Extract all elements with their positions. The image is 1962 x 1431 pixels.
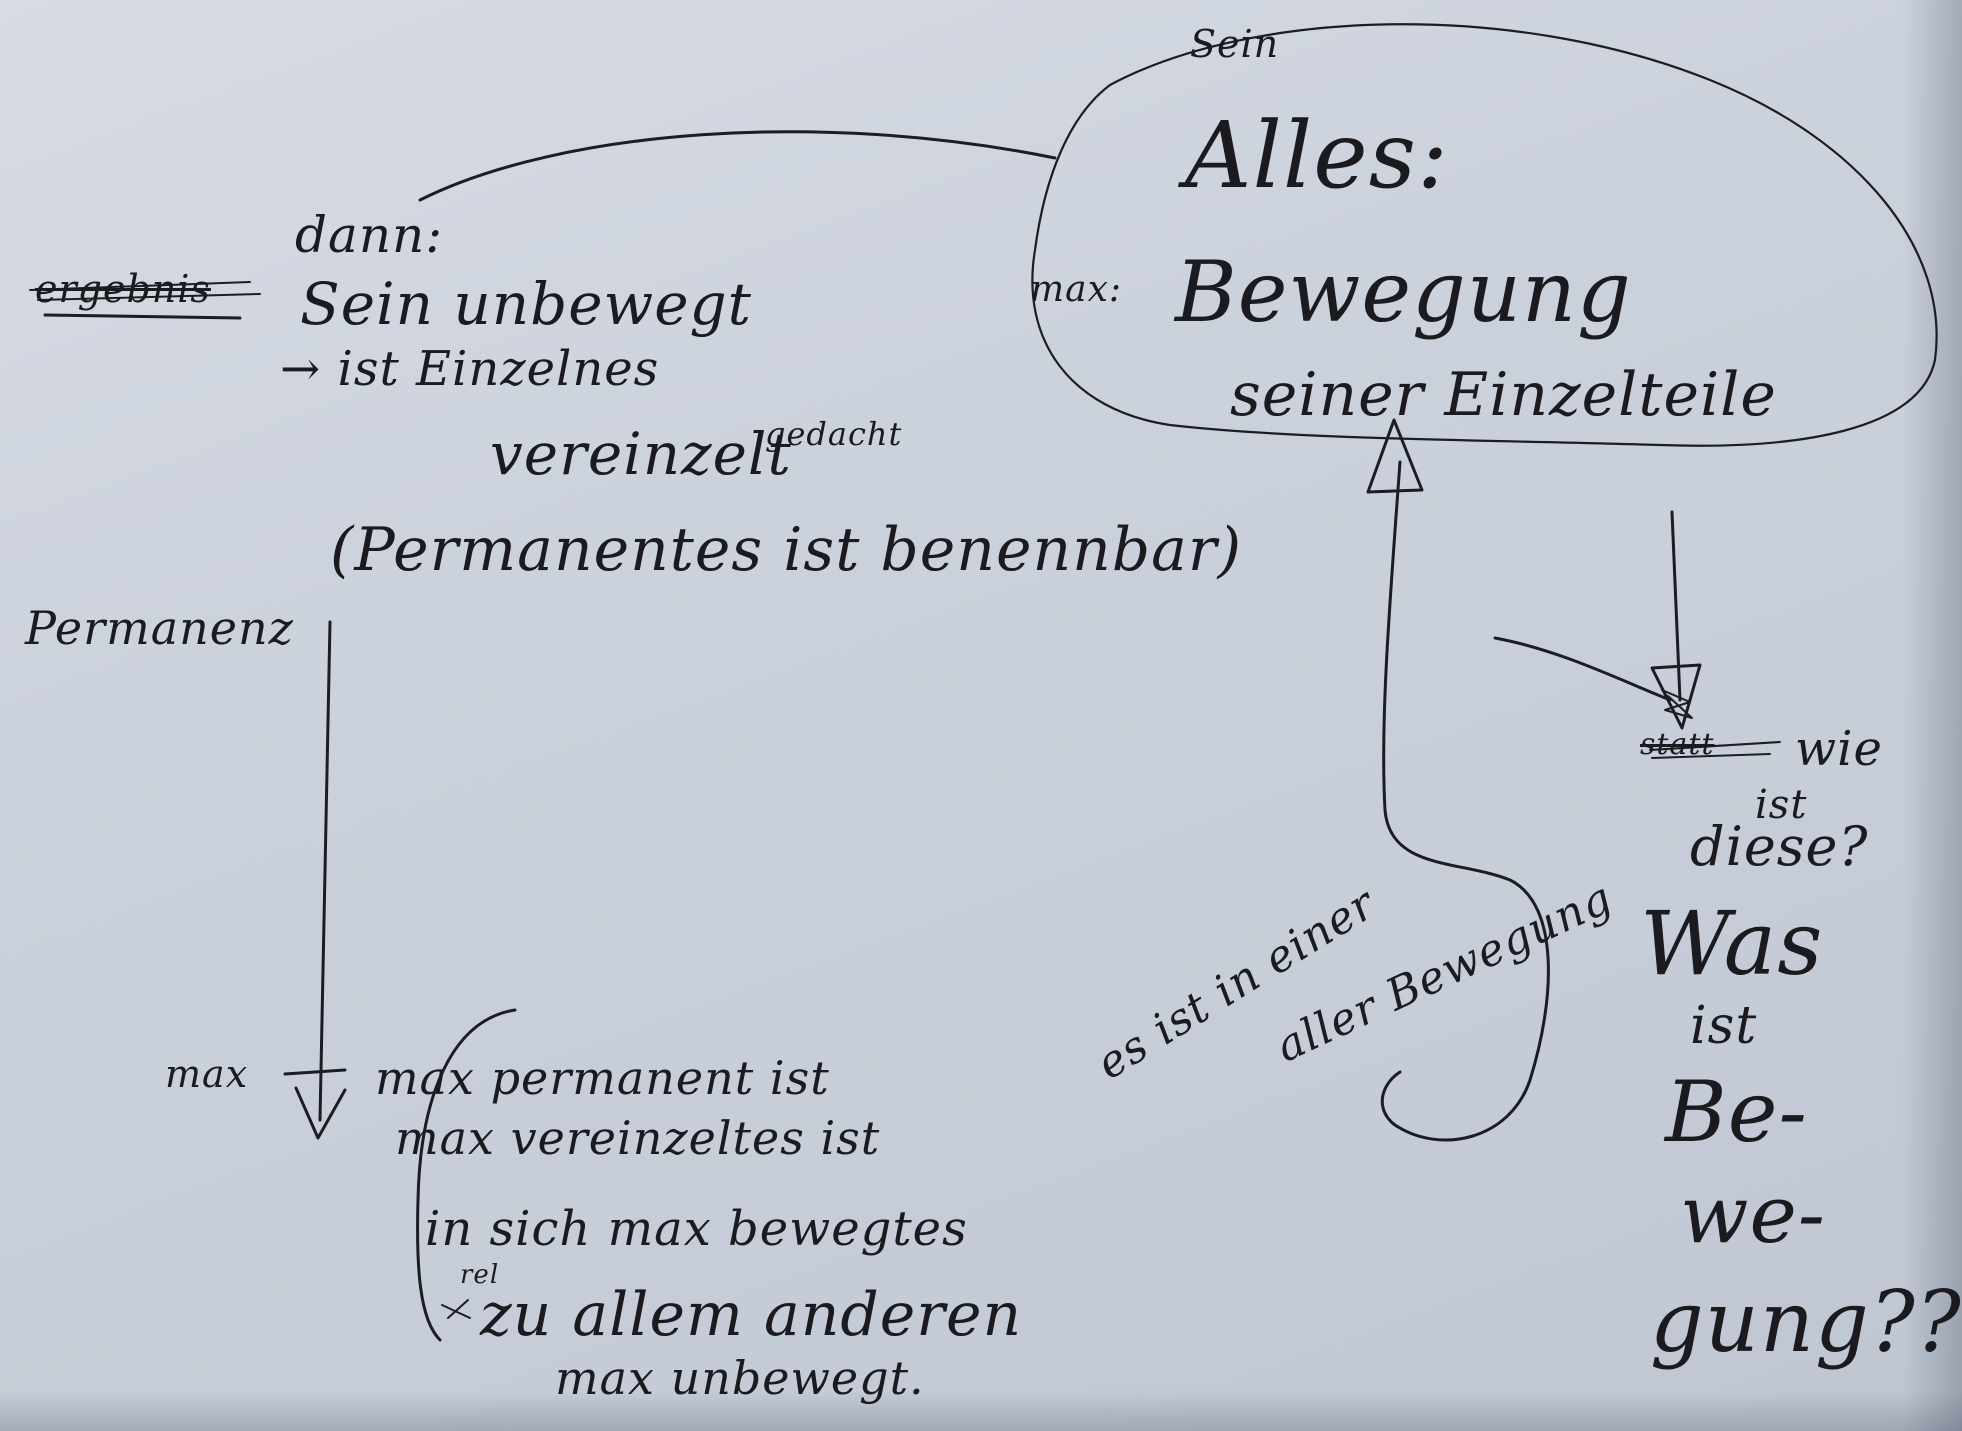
rel-label: rel: [460, 1260, 500, 1290]
wie-label: wie: [1795, 721, 1883, 777]
scribble-arrowhead: [1661, 689, 1693, 719]
scratch-out-3: [441, 1299, 471, 1319]
connector-arc: [418, 130, 1057, 202]
diese-label: diese?: [1690, 815, 1869, 878]
scratch-out-1: [29, 281, 261, 301]
was-label: Was: [1640, 892, 1824, 995]
alles-label: Alles:: [1185, 102, 1449, 209]
scratch-out-2: [1649, 741, 1781, 759]
permanenz-axis: [318, 620, 332, 1122]
upward-arrowhead: [1366, 418, 1424, 494]
max-vereinzeltes-label: max vereinzeltes ist: [395, 1111, 881, 1165]
alles-enclosure: [1031, 23, 1938, 447]
ist-label: ist: [1755, 782, 1808, 828]
sein-unbewegt-label: Sein unbewegt: [300, 270, 752, 338]
be-label: Be-: [1665, 1063, 1808, 1161]
upward-arrow-loop: [1380, 460, 1550, 1142]
seiner-einzelteile-label: seiner Einzelteile: [1230, 360, 1777, 430]
ist-2-label: ist: [1690, 996, 1758, 1056]
gedacht-label: gedacht: [765, 415, 903, 453]
dann-label: dann:: [295, 206, 444, 264]
paper-shadow-right: [1902, 0, 1962, 1431]
struck-word-underline: [43, 313, 242, 320]
max-permanent-label: max permanent ist: [375, 1051, 830, 1105]
incoming-arrow: [1493, 636, 1672, 702]
max-unbewegt-label: max unbewegt.: [555, 1351, 925, 1405]
permanenz-arrowhead: [294, 1086, 347, 1140]
vereinzelt-label: vereinzelt: [490, 420, 792, 488]
permanenz-label: Permanenz: [25, 601, 294, 655]
bewegung-label: Bewegung: [1175, 243, 1632, 341]
zu-allem-anderen-label: zu allem anderen: [480, 1280, 1023, 1350]
down-arrow: [1670, 510, 1682, 702]
max-label: max:: [1030, 269, 1123, 310]
max-axis-label: max: [165, 1052, 249, 1096]
we-label: we-: [1680, 1168, 1826, 1261]
ist-einzelnes-label: → ist Einzelnes: [280, 341, 660, 397]
struck-word-2: statt: [1640, 727, 1715, 762]
gung-label: gung??: [1650, 1273, 1962, 1371]
max-tick: [283, 1068, 347, 1076]
struck-word: ergebnis: [35, 267, 211, 311]
permanentes-benennbar-label: (Permanentes ist benennbar): [330, 515, 1242, 585]
sein-label: Sein: [1190, 22, 1280, 66]
text-bracket: [416, 1008, 517, 1342]
paper-shadow-bottom: [0, 1391, 1962, 1431]
in-sich-bewegtes-label: in sich max bewegtes: [425, 1201, 968, 1257]
